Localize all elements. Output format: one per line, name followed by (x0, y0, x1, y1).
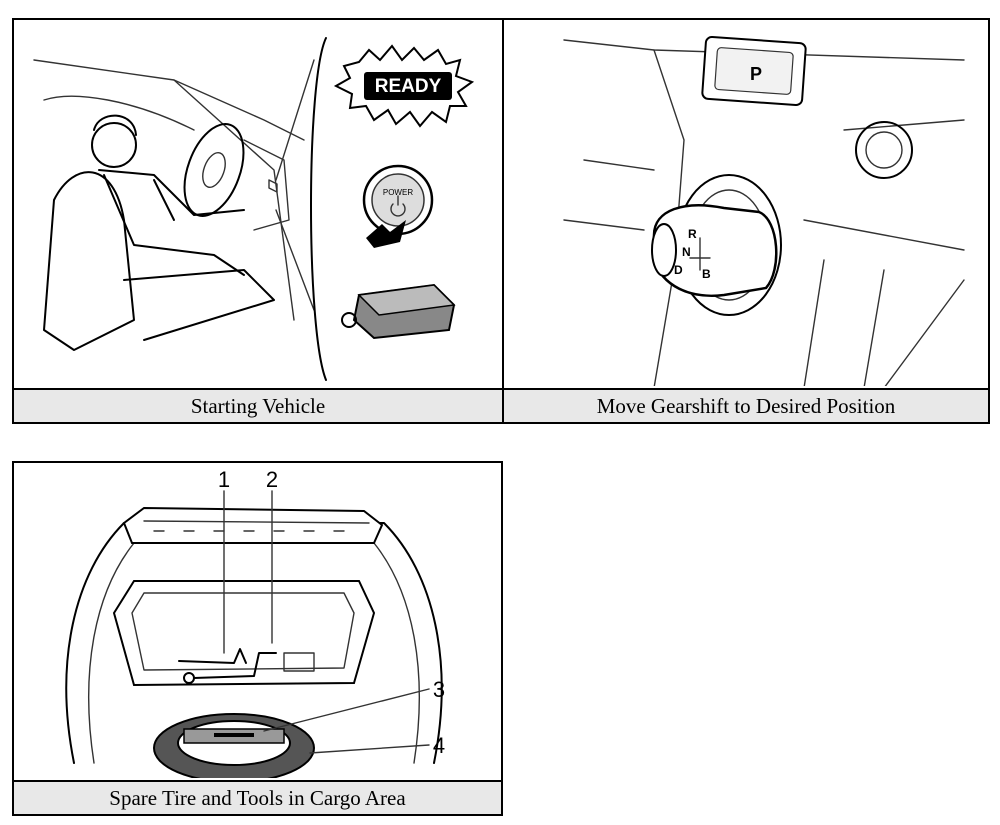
gear-letter-d: D (674, 263, 683, 277)
ready-badge-label: READY (375, 76, 442, 97)
park-button-drawing: P (701, 35, 807, 107)
tool-tray-drawing (112, 580, 376, 687)
gearshift-knob: R N D B (651, 204, 778, 298)
figure-divider (502, 20, 504, 422)
gear-letter-n: N (682, 245, 691, 259)
callout-2: 2 (266, 467, 278, 492)
power-button-label: POWER (383, 188, 413, 197)
smart-key-drawing (341, 283, 456, 340)
power-icon (390, 195, 406, 217)
caption-spare-tire: Spare Tire and Tools in Cargo Area (14, 780, 501, 814)
spare-tire-illustration: 1 2 3 4 (14, 463, 501, 778)
callout-4: 4 (433, 733, 445, 758)
starting-vehicle-illustration: READY POWER (14, 20, 502, 386)
spare-tire-drawing (153, 713, 315, 778)
power-button-drawing: POWER (362, 164, 434, 248)
ready-badge: READY (333, 44, 475, 128)
gear-letter-b: B (702, 267, 711, 281)
caption-starting-vehicle: Starting Vehicle (14, 388, 502, 422)
deck-board-drawing (122, 506, 384, 544)
gear-letter-r: R (688, 227, 697, 241)
top-figure-frame: READY POWER Starting Vehicle (12, 18, 990, 424)
spare-tire-figure-frame: 1 2 3 4 Spare Tire and Tools in Cargo Ar… (12, 461, 503, 816)
park-button-label: P (750, 64, 762, 84)
callout-3: 3 (433, 677, 445, 702)
callout-1: 1 (218, 467, 230, 492)
caption-gearshift: Move Gearshift to Desired Position (504, 388, 988, 422)
gearshift-illustration: P R N D B (504, 20, 988, 386)
